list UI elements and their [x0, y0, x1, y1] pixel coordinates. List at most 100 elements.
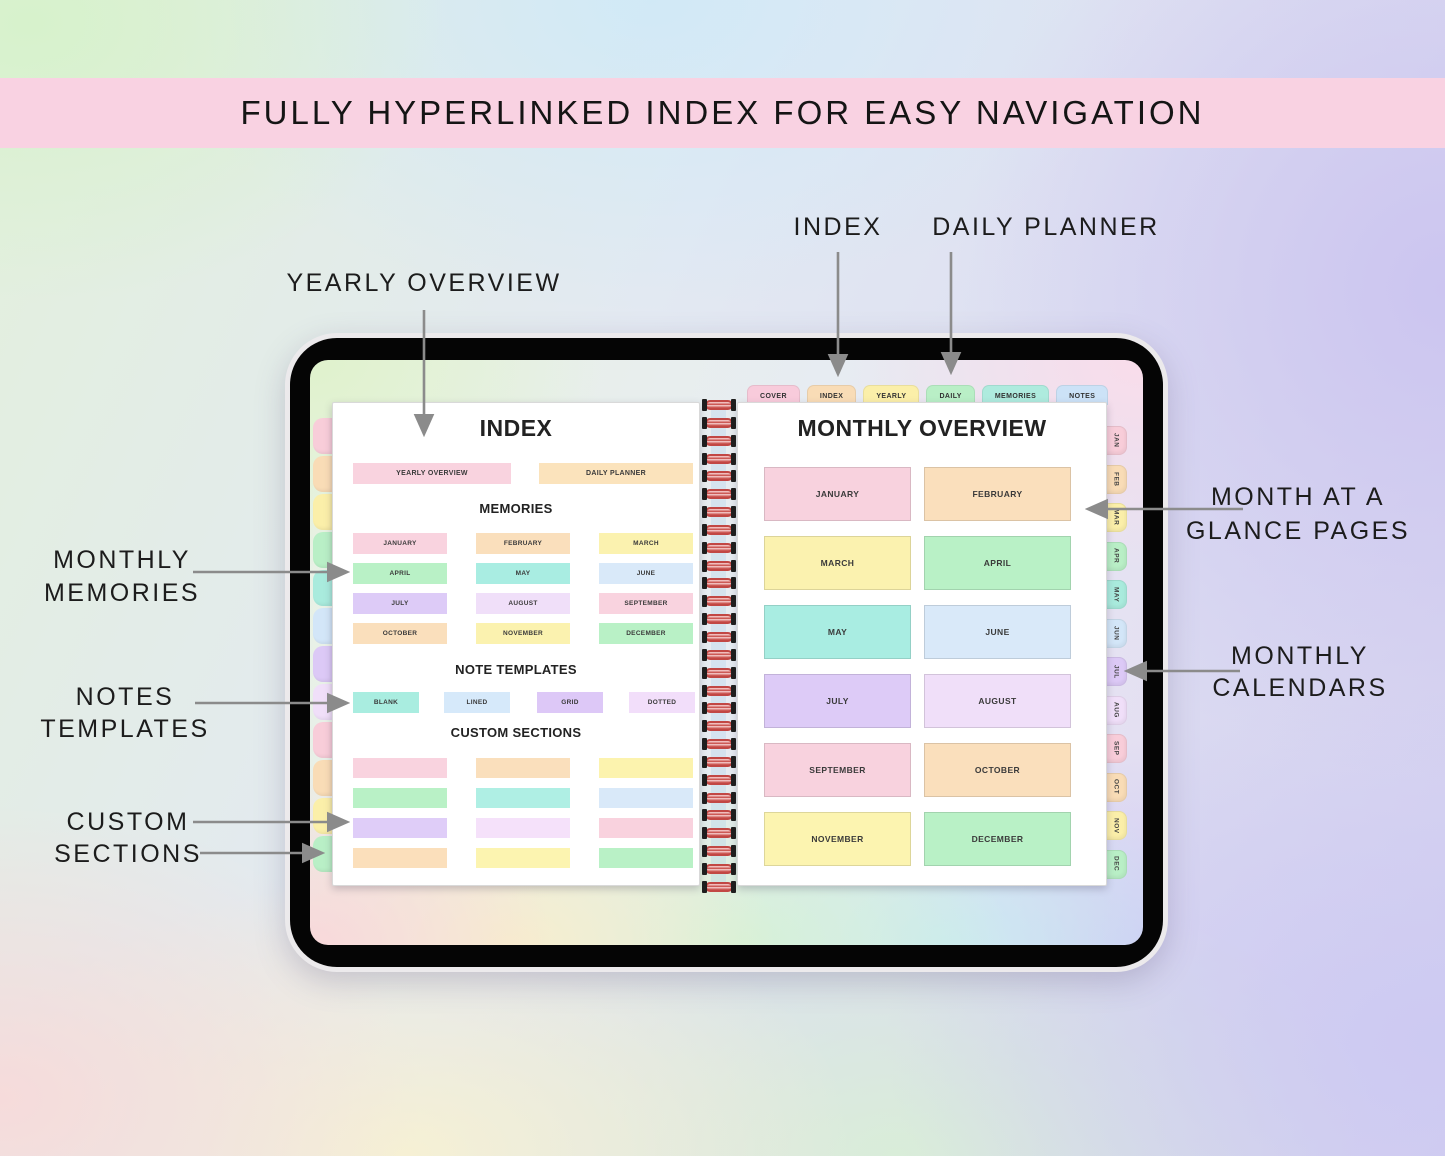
index-page-title: INDEX	[479, 415, 553, 441]
memories-link-february[interactable]: FEBRUARY	[476, 533, 570, 554]
spiral-coil	[701, 702, 736, 715]
spiral-coil	[701, 595, 736, 608]
month-card-january[interactable]: JANUARY	[764, 467, 911, 521]
spiral-coil	[701, 755, 736, 768]
month-tab-mar[interactable]: MAR	[1106, 503, 1127, 532]
annotation-line: NOTES	[75, 683, 175, 711]
month-tab-nov[interactable]: NOV	[1106, 811, 1127, 840]
month-tab-jun[interactable]: JUN	[1106, 618, 1127, 648]
note-template-blank[interactable]: BLANK	[353, 692, 419, 713]
month-card-december[interactable]: DECEMBER	[924, 812, 1071, 866]
spiral-coil	[701, 452, 736, 465]
month-tab-feb[interactable]: FEB	[1106, 464, 1127, 494]
annotation-line: MONTHLY	[53, 546, 191, 574]
month-card-september[interactable]: SEPTEMBER	[764, 743, 911, 797]
memories-link-may[interactable]: MAY	[476, 563, 570, 584]
annotation-yearly-overview: YEARLY OVERVIEW	[286, 269, 562, 297]
memories-link-january[interactable]: JANUARY	[353, 533, 447, 554]
custom-section-bar[interactable]	[599, 848, 693, 868]
memories-link-september[interactable]: SEPTEMBER	[599, 593, 693, 614]
month-tab-dec[interactable]: DEC	[1106, 849, 1127, 879]
top-banner: FULLY HYPERLINKED INDEX FOR EASY NAVIGAT…	[0, 78, 1445, 148]
memories-link-december[interactable]: DECEMBER	[599, 623, 693, 644]
top-tab-memories[interactable]: MEMORIES	[981, 385, 1050, 405]
annotation-line: MEMORIES	[43, 579, 201, 607]
page-edge-tab	[313, 456, 333, 492]
month-tab-oct[interactable]: OCT	[1106, 772, 1127, 802]
top-tab-cover[interactable]: COVER	[747, 385, 800, 405]
top-tab-daily[interactable]: DAILY	[926, 385, 975, 405]
annotation-line: CALENDARS	[1212, 674, 1388, 702]
page-edge-tab	[313, 836, 333, 872]
spiral-coil	[701, 399, 736, 411]
custom-section-bar[interactable]	[353, 848, 447, 868]
month-card-june[interactable]: JUNE	[924, 605, 1071, 659]
spiral-coil	[701, 506, 736, 519]
spiral-coil	[701, 416, 736, 429]
memories-link-july[interactable]: JULY	[353, 593, 447, 614]
annotation-month-at-a-glance: MONTH AT A GLANCE PAGES	[1186, 480, 1410, 548]
month-card-february[interactable]: FEBRUARY	[924, 467, 1071, 521]
memories-link-april[interactable]: APRIL	[353, 563, 447, 584]
memories-link-november[interactable]: NOVEMBER	[476, 623, 570, 644]
spiral-coil	[701, 630, 736, 643]
annotation-monthly-memories: MONTHLY MEMORIES	[44, 544, 200, 610]
banner-title: FULLY HYPERLINKED INDEX FOR EASY NAVIGAT…	[240, 94, 1205, 131]
month-card-november[interactable]: NOVEMBER	[764, 812, 911, 866]
spiral-coil	[701, 577, 736, 590]
page-edge-tab	[313, 646, 333, 682]
index-link-yearly-overview[interactable]: YEARLY OVERVIEW	[353, 463, 511, 484]
custom-section-bar[interactable]	[476, 758, 570, 778]
custom-section-bar[interactable]	[599, 818, 693, 838]
annotation-line: MONTH AT A	[1210, 483, 1386, 511]
memories-link-june[interactable]: JUNE	[599, 563, 693, 584]
note-template-dotted[interactable]: DOTTED	[629, 692, 695, 713]
note-template-lined[interactable]: LINED	[444, 692, 510, 713]
annotation-line: MONTHLY	[1231, 642, 1369, 670]
memories-link-august[interactable]: AUGUST	[476, 593, 570, 614]
memories-link-march[interactable]: MARCH	[599, 533, 693, 554]
custom-section-bar[interactable]	[353, 818, 447, 838]
month-tab-may[interactable]: MAY	[1106, 580, 1127, 609]
spiral-coil	[701, 880, 736, 893]
custom-section-bar[interactable]	[476, 818, 570, 838]
annotation-index: INDEX	[793, 213, 883, 241]
spiral-coil	[701, 738, 736, 751]
month-card-march[interactable]: MARCH	[764, 536, 911, 590]
page-edge-tab	[313, 722, 333, 758]
memories-heading: MEMORIES	[479, 501, 553, 516]
annotation-line: GLANCE PAGES	[1185, 517, 1411, 545]
month-card-may[interactable]: MAY	[764, 605, 911, 659]
index-link-daily-planner[interactable]: DAILY PLANNER	[539, 463, 693, 484]
month-tab-apr[interactable]: APR	[1106, 541, 1127, 571]
top-tab-index[interactable]: INDEX	[806, 385, 857, 405]
annotation-monthly-calendars: MONTHLY CALENDARS	[1212, 640, 1387, 704]
custom-section-bar[interactable]	[599, 788, 693, 808]
month-card-april[interactable]: APRIL	[924, 536, 1071, 590]
custom-section-bar[interactable]	[599, 758, 693, 778]
month-card-july[interactable]: JULY	[764, 674, 911, 728]
custom-section-bar[interactable]	[476, 848, 570, 868]
index-page: INDEX YEARLY OVERVIEW DAILY PLANNER MEMOR…	[332, 402, 700, 886]
top-tab-yearly[interactable]: YEARLY	[863, 385, 920, 405]
page-edge-tab	[313, 570, 333, 606]
top-tab-notes[interactable]: NOTES	[1056, 385, 1109, 405]
custom-section-bar[interactable]	[353, 788, 447, 808]
custom-section-bar[interactable]	[353, 758, 447, 778]
spiral-coil	[701, 666, 736, 679]
memories-link-october[interactable]: OCTOBER	[353, 623, 447, 644]
month-tab-jan[interactable]: JAN	[1106, 426, 1127, 455]
month-tab-aug[interactable]: AUG	[1106, 695, 1127, 725]
annotation-line: SECTIONS	[54, 840, 202, 868]
page-edge-tab	[313, 418, 333, 454]
spiral-coil	[701, 559, 736, 572]
month-tab-jul[interactable]: JUL	[1106, 657, 1127, 686]
spiral-coil	[701, 523, 736, 536]
month-tab-sep[interactable]: SEP	[1106, 734, 1127, 763]
page-edge-tab	[313, 608, 333, 644]
month-card-august[interactable]: AUGUST	[924, 674, 1071, 728]
month-card-october[interactable]: OCTOBER	[924, 743, 1071, 797]
note-template-grid[interactable]: GRID	[537, 692, 603, 713]
custom-section-bar[interactable]	[476, 788, 570, 808]
